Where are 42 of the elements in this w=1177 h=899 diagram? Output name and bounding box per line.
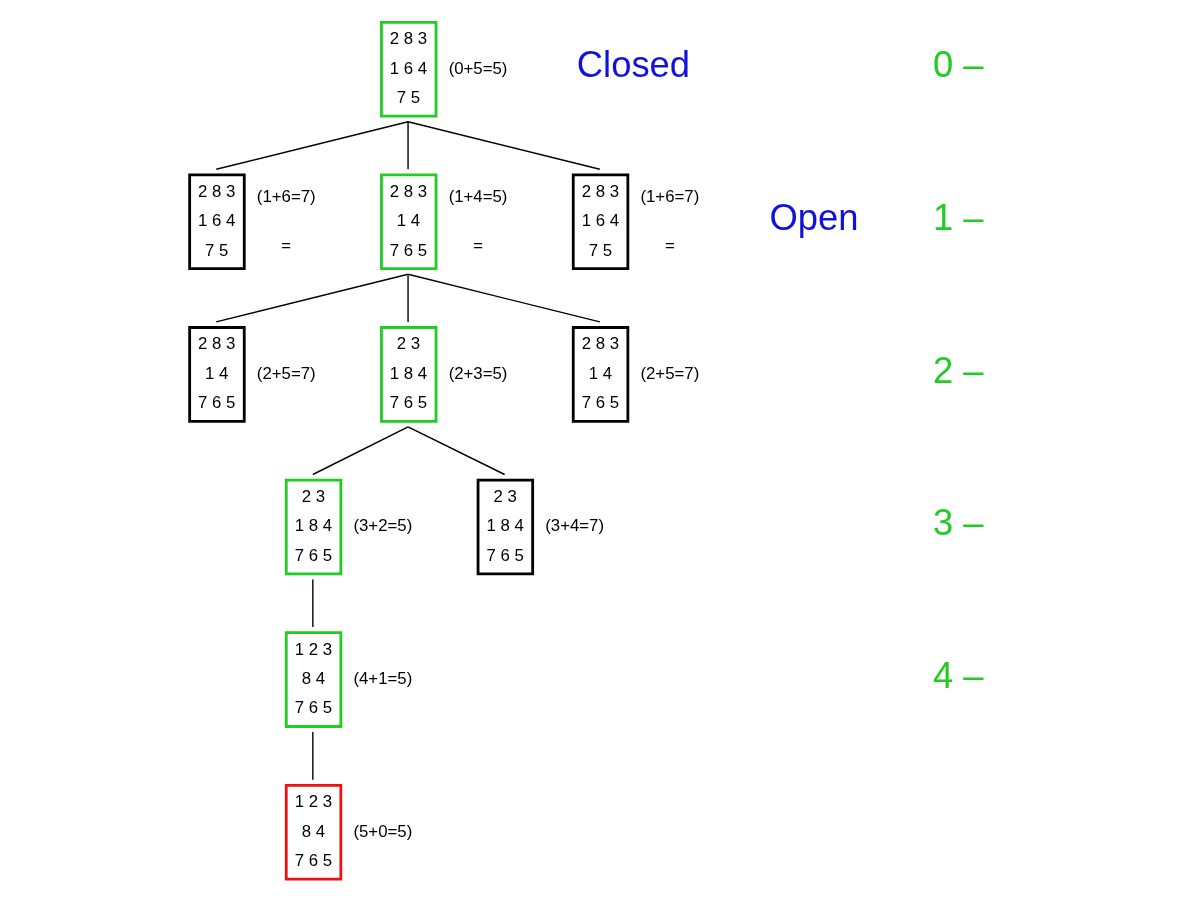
label: 4 – [932, 654, 984, 696]
label: 3 – [932, 501, 984, 543]
node-box: 2 8 3 1 6 4 7 5 [187, 173, 246, 270]
node-label: (2+5=7) [256, 363, 316, 383]
node-label: (3+4=7) [544, 515, 604, 535]
node-label: (1+4=5) [448, 186, 507, 206]
node-label: = [664, 235, 675, 255]
node-label: (2+5=7) [639, 363, 699, 383]
node-label: (1+6=7) [256, 186, 316, 206]
node-label: (4+1=5) [352, 668, 412, 688]
node-box: 2 3 1 8 4 7 6 5 [284, 478, 342, 575]
connector [406, 425, 505, 475]
node-label: (0+5=5) [448, 58, 507, 78]
node-box: 1 2 3 8 4 7 6 5 [284, 783, 342, 880]
node-label: (5+0=5) [352, 821, 412, 841]
node-label: (2+3=5) [448, 363, 507, 383]
connector [215, 273, 409, 323]
node-box: 2 3 1 8 4 7 6 5 [379, 325, 437, 423]
node-box: 2 8 3 1 4 7 6 5 [187, 325, 246, 423]
connector [215, 120, 409, 170]
connector [406, 273, 601, 323]
node-label: (3+2=5) [352, 515, 412, 535]
connector [311, 730, 314, 780]
connector [406, 120, 601, 170]
node-box: 1 2 3 8 4 7 6 5 [284, 630, 342, 728]
connector [311, 578, 314, 628]
label: Open [769, 196, 859, 238]
connector [311, 425, 409, 475]
label: 0 – [932, 43, 984, 85]
connector [406, 273, 409, 323]
node-box: 2 8 3 1 6 4 7 5 [379, 20, 437, 117]
node-box: 2 8 3 1 6 4 7 5 [571, 173, 629, 270]
label: Closed [576, 43, 690, 85]
label: 2 – [932, 349, 984, 391]
node-box: 2 8 3 1 4 7 6 5 [379, 173, 437, 270]
node-label: = [280, 235, 291, 255]
node-label: (1+6=7) [639, 186, 699, 206]
node-box: 2 3 1 8 4 7 6 5 [476, 478, 534, 575]
label: 1 – [932, 196, 984, 238]
node-box: 2 8 3 1 4 7 6 5 [571, 325, 629, 423]
connector [406, 120, 409, 170]
node-label: = [472, 235, 483, 255]
